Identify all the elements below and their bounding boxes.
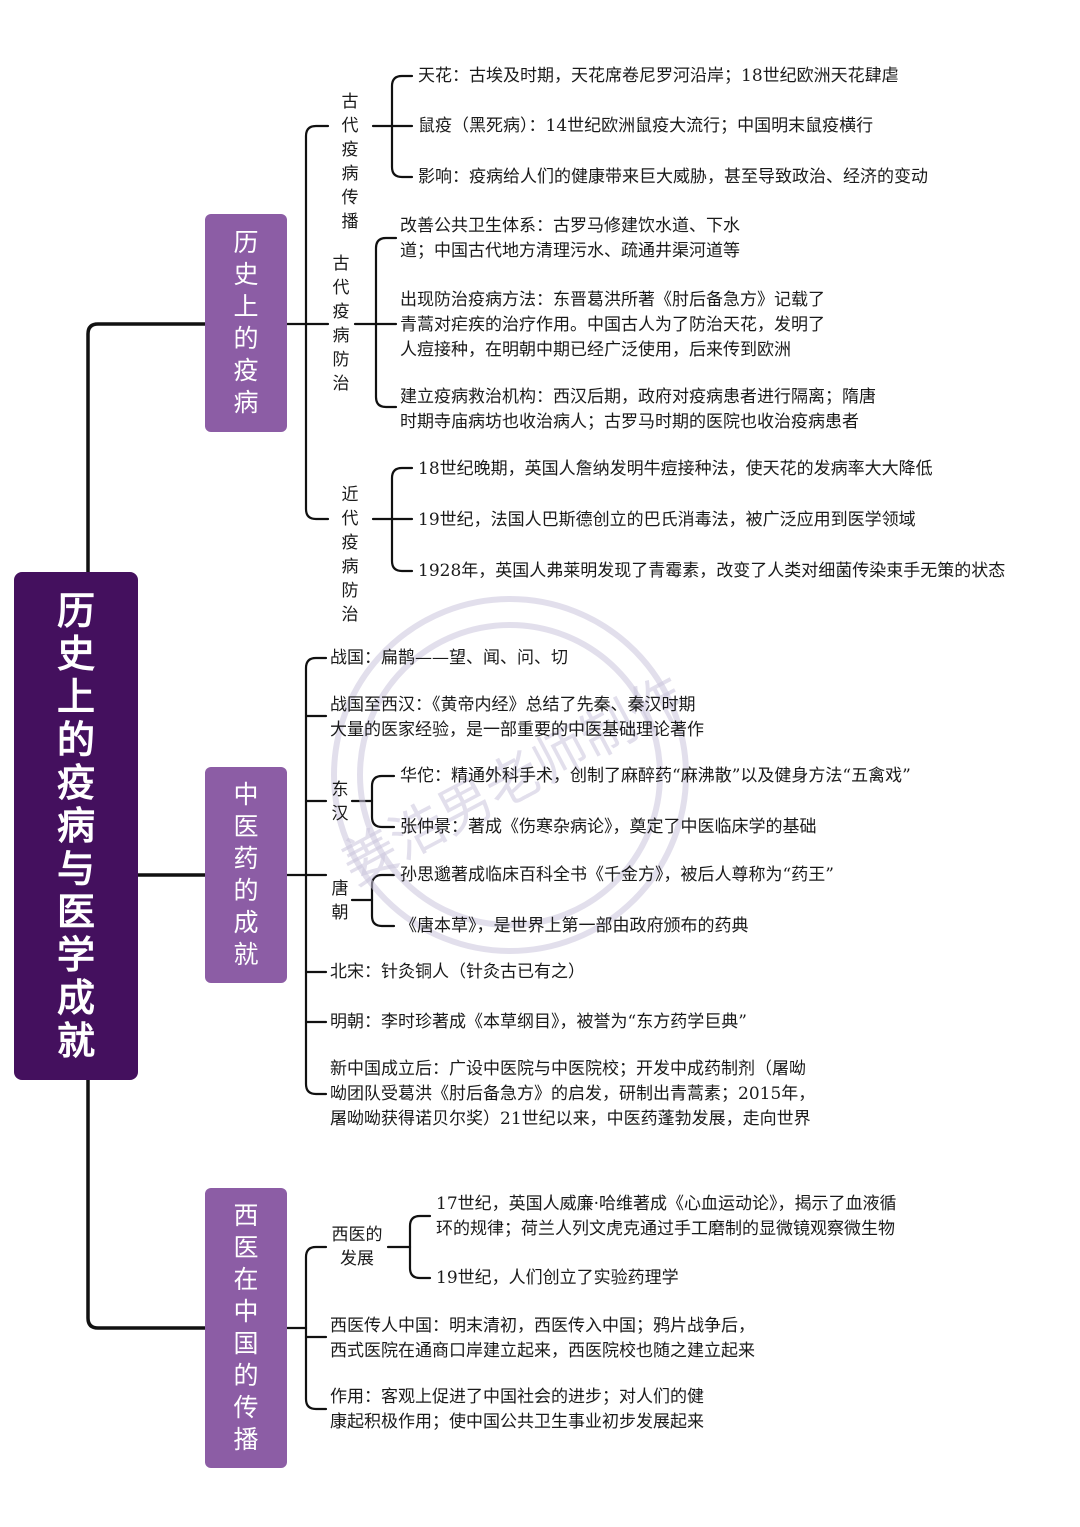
sub-eastern-han: 东汉 (331, 780, 349, 824)
branch-western-medicine: 西医在中国的传播 (205, 1188, 287, 1468)
branch-title: 西医在中国的传播 (233, 1201, 259, 1454)
leaf-plague: 鼠疫（黑死病）：14世纪欧洲鼠疫大流行；中国明末鼠疫横行 (418, 116, 874, 136)
leaf-zhang-zhongjing: 张仲景：著成《伤寒杂病论》，奠定了中医临床学的基础 (400, 817, 817, 837)
leaf-huangdi-neijing: 战国至西汉：《黄帝内经》总结了先秦、秦汉时期 大量的医家经验，是一部重要的中医基… (330, 695, 704, 740)
leaf-warring-states: 战国：扁鹊——望、闻、问、切 (330, 648, 568, 668)
leaf-pharmacology: 19世纪，人们创立了实验药理学 (436, 1268, 679, 1288)
sub-ancient-control: 古代疫病防治 (332, 254, 350, 394)
leaf-ming: 明朝：李时珍著成《本草纲目》，被誉为“东方药学巨典” (330, 1012, 747, 1032)
leaf-institutions: 建立疫病救治机构：西汉后期，政府对疫病患者进行隔离；隋唐 时期寺庙病坊也收治病人… (400, 387, 876, 432)
branch-epidemics: 历史上的疫病 (205, 214, 287, 432)
branch-title: 历史上的疫病 (233, 228, 259, 417)
branch-title: 中医药的成就 (233, 780, 259, 969)
leaf-harvey: 17世纪，英国人威廉·哈维著成《心血运动论》，揭示了血液循 环的规律；荷兰人列文… (436, 1194, 897, 1239)
root-title: 历史上的疫病与医学成就 (56, 588, 95, 1063)
leaf-tang-bencao: 《唐本草》，是世界上第一部由政府颁布的药典 (400, 916, 749, 936)
sub-modern-control: 近代疫病防治 (341, 485, 359, 625)
leaf-jenner: 18世纪晚期，英国人詹纳发明牛痘接种法，使天花的发病率大大降低 (418, 459, 933, 479)
leaf-huatuo: 华佗：精通外科手术，创制了麻醉药“麻沸散”以及健身方法“五禽戏” (400, 766, 911, 786)
leaf-effect: 作用：客观上促进了中国社会的进步；对人们的健 康起积极作用；使中国公共卫生事业初… (330, 1387, 704, 1432)
leaf-public-health: 改善公共卫生体系：古罗马修建饮水道、下水 道；中国古代地方清理污水、疏通井渠河道… (400, 216, 740, 261)
watermark: 姜浩男老师制作 (331, 596, 695, 954)
leaf-pasteur: 19世纪，法国人巴斯德创立的巴氏消毒法，被广泛应用到医学领域 (418, 510, 916, 530)
leaf-fleming: 1928年，英国人弗莱明发现了青霉素，改变了人类对细菌传染束手无策的状态 (418, 561, 1006, 581)
leaf-sun-simiao: 孙思邈著成临床百科全书《千金方》，被后人尊称为“药王” (400, 865, 834, 885)
leaf-prevention: 出现防治疫病方法：东晋葛洪所著《肘后备急方》记载了 青蒿对疟疾的治疗作用。中国古… (400, 290, 825, 360)
sub-western-development: 西医的发展 (331, 1225, 383, 1269)
leaf-impact: 影响：疫病给人们的健康带来巨大威胁，甚至导致政治、经济的变动 (418, 167, 928, 187)
leaf-northern-song: 北宋：针灸铜人（针灸古已有之） (330, 962, 585, 982)
leaf-new-china: 新中国成立后：广设中医院与中医院校；开发中成药制剂（屠呦 呦团队受葛洪《肘后备急… (330, 1059, 816, 1129)
branch-tcm: 中医药的成就 (205, 767, 287, 983)
sub-tang: 唐朝 (331, 879, 349, 923)
sub-ancient-spread: 古代疫病传播 (341, 92, 359, 232)
root-node: 历史上的疫病与医学成就 (14, 572, 138, 1080)
leaf-introduction: 西医传人中国：明末清初，西医传入中国；鸦片战争后， 西式医院在通商口岸建立起来，… (330, 1316, 755, 1361)
leaf-smallpox: 天花：古埃及时期，天花席卷尼罗河沿岸；18世纪欧洲天花肆虐 (418, 66, 899, 86)
